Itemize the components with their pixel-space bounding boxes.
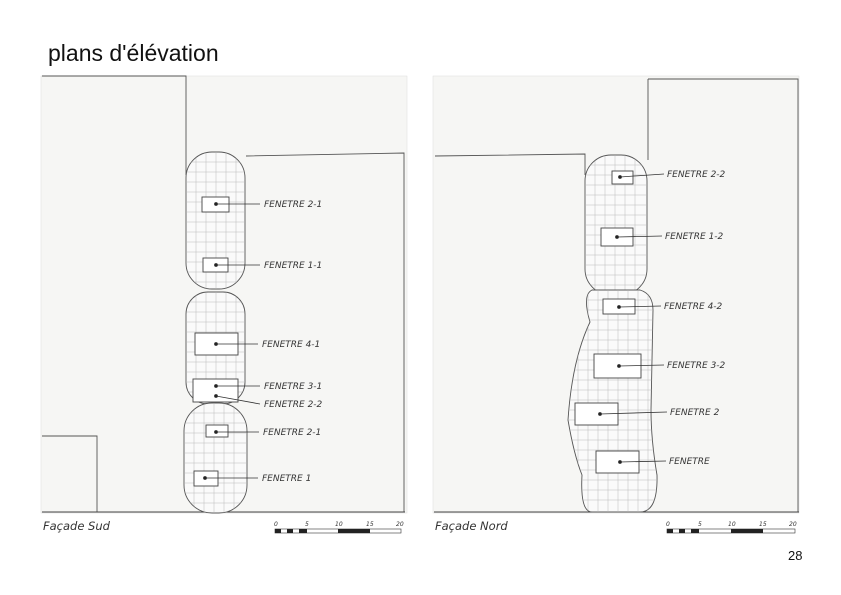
north-scale-tick-0: 0 — [666, 521, 670, 528]
south-scale-tick-10: 10 — [335, 521, 343, 528]
page-number: 28 — [788, 548, 803, 563]
south-scale-tick-20: 20 — [396, 521, 404, 528]
south-module-lower — [183, 402, 248, 514]
south-label-fenetre-2-2: FENETRE 2-2 — [264, 400, 323, 410]
north-window-1 — [595, 450, 640, 474]
north-label-fenetre-2-2: FENETRE 2-2 — [667, 170, 726, 180]
north-scale-tick-5: 5 — [698, 521, 702, 528]
north-left-building-outline — [434, 153, 586, 175]
south-left-building-outline — [42, 75, 187, 175]
north-right-building-outline — [648, 78, 799, 512]
south-label-fenetre-4-1: FENETRE 4-1 — [262, 340, 320, 350]
north-facade-drawing: FENETRE 2-2 FENETRE 1-2 FENETRE 4-2 FENE… — [432, 75, 800, 534]
south-label-fenetre-2-1-upper: FENETRE 2-1 — [264, 200, 322, 210]
south-label-fenetre-3-1: FENETRE 3-1 — [264, 382, 322, 392]
south-scale-bar: 0 5 10 15 20 — [274, 521, 404, 534]
south-scale-tick-0: 0 — [274, 521, 278, 528]
north-label-fenetre-3-2: FENETRE 3-2 — [667, 361, 726, 371]
north-label-fenetre-1-2: FENETRE 1-2 — [665, 232, 724, 242]
south-right-building-outline — [245, 152, 405, 512]
north-scale-tick-20: 20 — [789, 521, 797, 528]
north-scale-tick-10: 10 — [728, 521, 736, 528]
south-facade-caption: Façade Sud — [43, 519, 111, 533]
south-label-fenetre-2-1-lower: FENETRE 2-1 — [263, 428, 321, 438]
south-label-fenetre-1: FENETRE 1 — [262, 474, 311, 484]
north-label-fenetre: FENETRE — [669, 457, 710, 467]
north-scale-tick-15: 15 — [759, 521, 767, 528]
north-label-fenetre-4-2: FENETRE 4-2 — [664, 302, 723, 312]
south-scale-tick-5: 5 — [305, 521, 309, 528]
south-label-fenetre-1-1: FENETRE 1-1 — [264, 261, 322, 271]
north-label-fenetre-2: FENETRE 2 — [670, 408, 720, 418]
south-scale-tick-15: 15 — [366, 521, 374, 528]
north-window-2-2 — [611, 170, 634, 185]
south-facade-drawing: FENETRE 2-1 FENETRE 1-1 FENETRE 4-1 FENE… — [40, 75, 408, 534]
page-title: plans d'élévation — [48, 40, 219, 66]
south-module-upper — [185, 151, 246, 290]
north-window-2 — [574, 402, 619, 426]
south-annex-outline — [42, 435, 98, 512]
south-window-3-1 — [192, 378, 239, 403]
north-facade-caption: Façade Nord — [435, 519, 508, 533]
north-scale-bar: 0 5 10 15 20 — [666, 521, 797, 534]
